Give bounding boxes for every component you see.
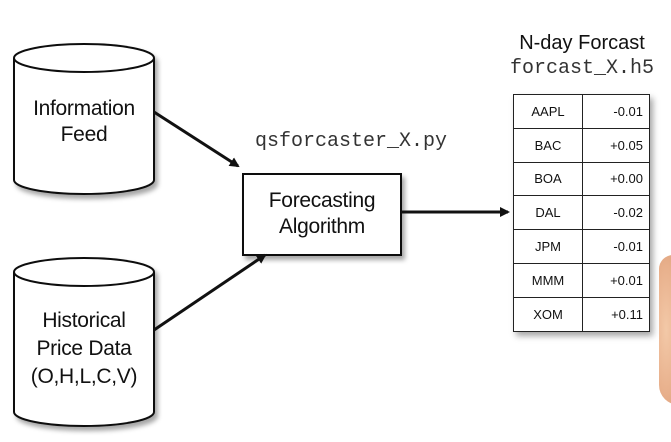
- forecast-value: -0.01: [582, 94, 650, 129]
- forecast-row: XOM+0.11: [513, 296, 650, 332]
- forecast-value: -0.01: [582, 229, 650, 264]
- script-filename-label: qsforcaster_X.py: [254, 130, 448, 153]
- historical-data-label: Historical Price Data (O,H,L,C,V): [10, 307, 158, 391]
- historical-price-database: [13, 257, 155, 427]
- forecast-symbol: BOA: [513, 161, 583, 197]
- algorithm-label: Forecasting Algorithm: [243, 188, 401, 240]
- historical-line-3: (O,H,L,C,V): [30, 365, 138, 388]
- historical-line-1: Historical: [42, 309, 126, 332]
- output-filename: forcast_X.h5: [509, 57, 655, 80]
- information-feed-line-2: Feed: [60, 123, 108, 146]
- arrow-feed-to-algorithm: [153, 110, 240, 168]
- algorithm-line-2: Algorithm: [279, 215, 365, 238]
- information-feed-database: [13, 43, 155, 195]
- forecast-row: JPM-0.01: [513, 229, 650, 264]
- output-title: N-day Forcast: [519, 32, 645, 54]
- forecast-value: +0.05: [582, 127, 650, 163]
- forecast-symbol: DAL: [513, 195, 583, 231]
- forecast-row: MMM+0.01: [513, 262, 650, 298]
- information-feed-label: Information Feed: [14, 96, 154, 148]
- forecast-symbol: JPM: [513, 229, 583, 264]
- information-feed-line-1: Information: [33, 97, 135, 120]
- forecast-value: +0.01: [582, 262, 650, 298]
- arrow-history-to-algorithm: [153, 253, 267, 332]
- forecast-row: AAPL-0.01: [513, 94, 650, 129]
- forecast-symbol: XOM: [513, 296, 583, 332]
- forecast-row: DAL-0.02: [513, 195, 650, 231]
- forecast-value: +0.11: [582, 296, 650, 332]
- forecast-row: BOA+0.00: [513, 161, 650, 197]
- forecasting-algorithm-box: [242, 173, 402, 256]
- forecast-symbol: MMM: [513, 262, 583, 298]
- forecast-value: +0.00: [582, 161, 650, 197]
- forecast-row: BAC+0.05: [513, 127, 650, 163]
- forecast-symbol: BAC: [513, 127, 583, 163]
- forecast-value: -0.02: [582, 195, 650, 231]
- presenter-hand: [659, 255, 671, 405]
- historical-line-2: Price Data: [36, 337, 132, 360]
- forecast-symbol: AAPL: [513, 94, 583, 129]
- algorithm-line-1: Forecasting: [268, 189, 376, 212]
